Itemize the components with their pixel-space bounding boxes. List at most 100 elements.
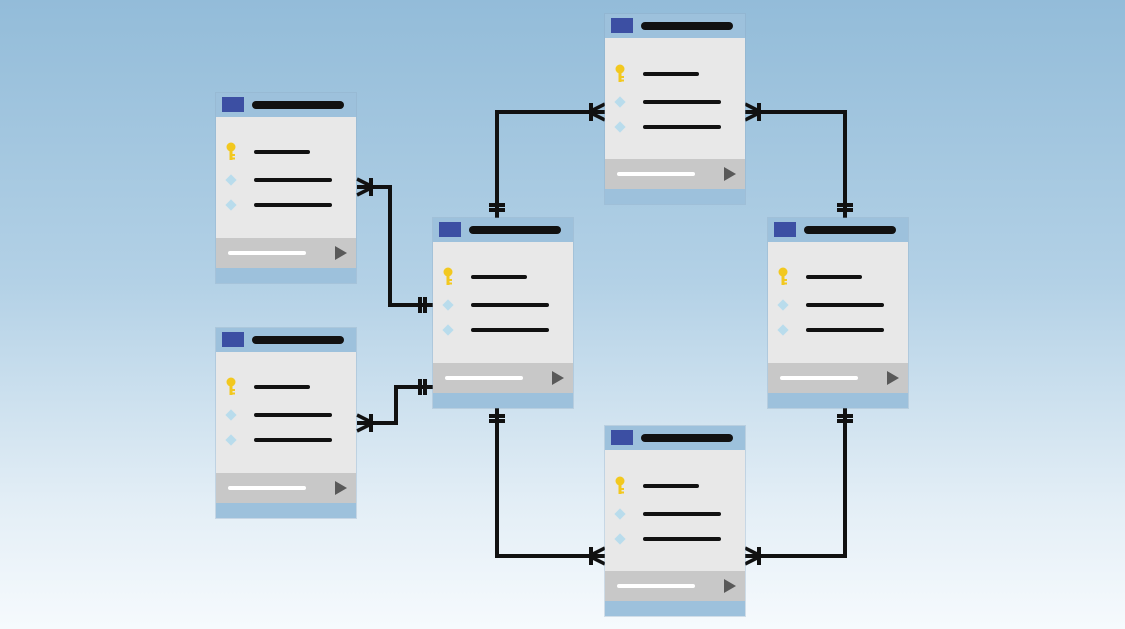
- table-card-top-left[interactable]: [216, 93, 356, 283]
- field-name-placeholder: [643, 100, 721, 104]
- table-title-placeholder: [252, 101, 344, 109]
- table-header[interactable]: [216, 328, 356, 352]
- table-card-center[interactable]: [433, 218, 573, 408]
- field-row[interactable]: [605, 507, 745, 521]
- field-name-placeholder: [254, 178, 332, 182]
- diamond-icon: [441, 323, 455, 337]
- footer-text-placeholder: [228, 486, 306, 490]
- field-row-primary-key[interactable]: [605, 64, 745, 82]
- table-card-bottom[interactable]: [605, 426, 745, 616]
- field-name-placeholder: [643, 512, 721, 516]
- relationship-line-right-bottom: [745, 408, 847, 558]
- table-title-placeholder: [641, 22, 733, 30]
- table-bottom-bar: [605, 601, 745, 616]
- field-row[interactable]: [216, 433, 356, 447]
- diamond-icon: [776, 323, 790, 337]
- table-header[interactable]: [605, 426, 745, 450]
- field-name-placeholder: [806, 328, 884, 332]
- field-name-placeholder: [254, 438, 332, 442]
- table-title-placeholder: [252, 336, 344, 344]
- field-row-primary-key[interactable]: [433, 267, 573, 285]
- field-row[interactable]: [216, 198, 356, 212]
- key-icon: [224, 377, 238, 395]
- field-row-primary-key[interactable]: [216, 142, 356, 160]
- window-icon: [222, 332, 244, 347]
- table-card-right[interactable]: [768, 218, 908, 408]
- diamond-icon: [224, 408, 238, 422]
- table-footer: [216, 238, 356, 268]
- diamond-icon: [441, 298, 455, 312]
- field-row[interactable]: [433, 298, 573, 312]
- relationship-line-center-top-left: [357, 185, 433, 307]
- field-name-placeholder: [254, 150, 310, 154]
- relationship-line-center-bottom-left: [357, 385, 433, 425]
- key-icon: [613, 476, 627, 494]
- field-row[interactable]: [433, 323, 573, 337]
- table-bottom-bar: [216, 503, 356, 518]
- play-icon[interactable]: [724, 579, 736, 593]
- diamond-icon: [613, 507, 627, 521]
- diamond-icon: [224, 173, 238, 187]
- table-footer: [605, 159, 745, 189]
- table-footer: [216, 473, 356, 503]
- table-bottom-bar: [216, 268, 356, 283]
- table-title-placeholder: [469, 226, 561, 234]
- table-bottom-bar: [433, 393, 573, 408]
- field-name-placeholder: [643, 125, 721, 129]
- field-row[interactable]: [605, 95, 745, 109]
- play-icon[interactable]: [552, 371, 564, 385]
- footer-text-placeholder: [228, 251, 306, 255]
- window-icon: [222, 97, 244, 112]
- relationship-line-right-top: [745, 110, 847, 218]
- field-row-primary-key[interactable]: [605, 476, 745, 494]
- table-bottom-bar: [768, 393, 908, 408]
- field-name-placeholder: [254, 385, 310, 389]
- key-icon: [224, 142, 238, 160]
- field-name-placeholder: [471, 275, 527, 279]
- footer-text-placeholder: [445, 376, 523, 380]
- table-header[interactable]: [433, 218, 573, 242]
- table-card-top[interactable]: [605, 14, 745, 204]
- table-header[interactable]: [605, 14, 745, 38]
- field-name-placeholder: [643, 484, 699, 488]
- field-row[interactable]: [768, 298, 908, 312]
- key-icon: [776, 267, 790, 285]
- field-row[interactable]: [605, 532, 745, 546]
- play-icon[interactable]: [335, 246, 347, 260]
- footer-text-placeholder: [617, 584, 695, 588]
- table-bottom-bar: [605, 189, 745, 204]
- diamond-icon: [776, 298, 790, 312]
- field-row[interactable]: [216, 408, 356, 422]
- field-name-placeholder: [643, 72, 699, 76]
- field-row[interactable]: [216, 173, 356, 187]
- field-name-placeholder: [471, 303, 549, 307]
- relationship-line-center-top: [495, 110, 605, 218]
- window-icon: [611, 18, 633, 33]
- table-footer: [768, 363, 908, 393]
- field-name-placeholder: [254, 203, 332, 207]
- table-title-placeholder: [804, 226, 896, 234]
- field-row-primary-key[interactable]: [216, 377, 356, 395]
- table-title-placeholder: [641, 434, 733, 442]
- field-row[interactable]: [768, 323, 908, 337]
- key-icon: [441, 267, 455, 285]
- relationship-line-center-bottom: [495, 408, 605, 558]
- field-name-placeholder: [643, 537, 721, 541]
- play-icon[interactable]: [335, 481, 347, 495]
- table-header[interactable]: [216, 93, 356, 117]
- field-name-placeholder: [806, 303, 884, 307]
- diamond-icon: [613, 95, 627, 109]
- play-icon[interactable]: [724, 167, 736, 181]
- field-name-placeholder: [254, 413, 332, 417]
- field-row[interactable]: [605, 120, 745, 134]
- footer-text-placeholder: [780, 376, 858, 380]
- table-header[interactable]: [768, 218, 908, 242]
- diamond-icon: [613, 532, 627, 546]
- field-name-placeholder: [471, 328, 549, 332]
- field-row-primary-key[interactable]: [768, 267, 908, 285]
- table-card-bottom-left[interactable]: [216, 328, 356, 518]
- diamond-icon: [224, 198, 238, 212]
- play-icon[interactable]: [887, 371, 899, 385]
- table-footer: [433, 363, 573, 393]
